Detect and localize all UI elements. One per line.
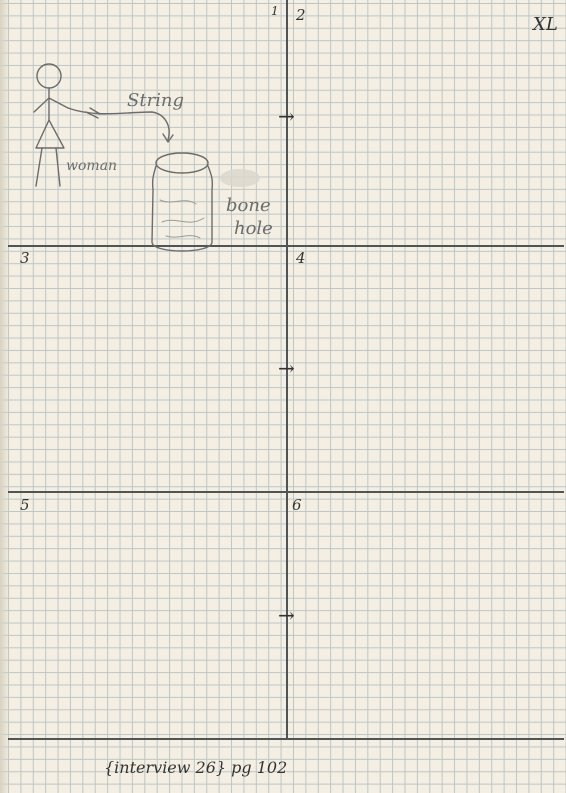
figure-legs	[36, 148, 60, 186]
jar-lid-icon	[156, 153, 208, 173]
footer-citation: {interview 26} pg 102	[104, 758, 287, 777]
figure-head-icon	[37, 64, 61, 88]
erased-smudge	[220, 169, 260, 187]
string-line	[68, 108, 169, 140]
jar-contents-scribble	[160, 200, 204, 238]
jar-body-icon	[152, 166, 212, 251]
figure-dress	[36, 120, 64, 148]
figure-arms	[34, 98, 68, 112]
bone-label: bone	[226, 195, 271, 216]
hole-label: hole	[234, 218, 273, 239]
string-label: String	[127, 90, 184, 111]
woman-label: woman	[66, 158, 117, 174]
